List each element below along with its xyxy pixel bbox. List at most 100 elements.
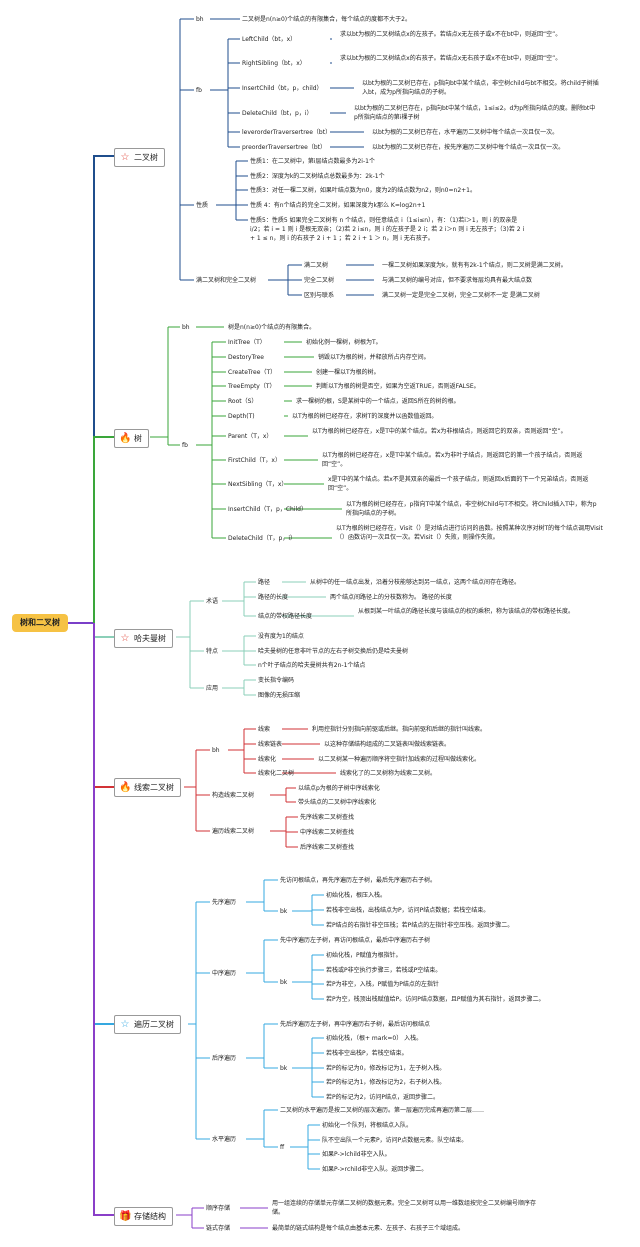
- huffman-term-text: 两个结点间路径上的分枝数称为。 路径的长度: [330, 594, 452, 601]
- bt-fb-item-text: 以bt为根的二叉树已存在，按先序遍历二叉树中每个结点一次且仅一次。: [372, 144, 565, 151]
- tree-fb-item-text: 以T为根的树已经存在，Visit（）是对结点进行访问的函数。按照某种次序对树T的…: [336, 525, 603, 541]
- trav-in-label[interactable]: 中序遍历: [212, 970, 237, 977]
- huffman-apps-label[interactable]: 应用: [206, 685, 219, 692]
- main-branch-connector: [93, 436, 114, 623]
- huffman-term-name[interactable]: 结点的带权路径长度: [258, 613, 313, 620]
- bt-fb-item-text: 以bt为根的二叉树已存在，p指向bt中某个结点，1≤i≤2。d为p所指向结点的度…: [354, 105, 596, 121]
- storage-item-text: 最简单的链式结构是每个结点由基本元素、左孩子、右孩子三个域组成。: [272, 1225, 465, 1232]
- branch-storage[interactable]: 🎁存储结构: [114, 1207, 173, 1226]
- bt-fb-item-name[interactable]: InsertChild（bt，p，child）: [242, 85, 323, 92]
- bt-full-item-name[interactable]: 满二叉树: [304, 262, 329, 269]
- trav-in-step: 若P为空，栈顶出栈赋值给P。访问P结点数据，且P赋值为其右指针，返回步骤二。: [326, 996, 545, 1003]
- bt-fb-item-name[interactable]: LeftChild（bt，x）: [242, 36, 297, 43]
- storage-item-name[interactable]: 链式存储: [206, 1225, 231, 1232]
- threaded-bh-item-name[interactable]: 线索链表: [258, 741, 283, 748]
- trav-pre-step: 初始化栈，根压入栈。: [326, 892, 387, 899]
- tree-fb-item-name[interactable]: NextSibling（T，x）: [228, 481, 288, 488]
- trav-post-bk[interactable]: bk: [280, 1065, 288, 1072]
- bt-fb-item-text: 求以bt为根的二叉树结点x的右孩子。若结点x无右孩子或x不在bt中，则返回“空”…: [340, 55, 562, 62]
- star-outline-icon: ☆: [120, 1019, 130, 1030]
- huffman-feature: n个叶子结点的哈夫曼树共有2n-1个结点: [258, 662, 366, 669]
- fire-icon: 🔥: [119, 782, 132, 793]
- tree-fb-item-text: 以T为根的树已经存在，x是T中某个结点。若x为非叶子结点，则返回它的第一个孩子结…: [322, 452, 583, 468]
- trav-level-ff[interactable]: ff: [280, 1144, 285, 1151]
- branch-huffman-tree[interactable]: ☆哈夫曼树: [114, 629, 173, 648]
- tree-fb-item-name[interactable]: DeleteChild（T，p，i）: [228, 535, 296, 542]
- storage-item-name[interactable]: 顺序存储: [206, 1205, 231, 1212]
- huffman-term-name[interactable]: 路径的长度: [258, 594, 289, 601]
- threaded-traverse-label[interactable]: 遍历线索二叉树: [212, 828, 255, 835]
- trav-in-step: 若栈或P非空执行步骤三，若栈或P空结束。: [326, 967, 442, 974]
- bt-full-item-text: 满二叉树一定是完全二叉树，完全二叉树不一定 是满二叉树: [382, 292, 540, 299]
- tree-fb-item-name[interactable]: Parent（T，x）: [228, 433, 273, 440]
- threaded-bh-item-name[interactable]: 线索: [258, 726, 271, 733]
- bt-fb-item-name[interactable]: preorderTraversertree（bt）: [242, 144, 326, 151]
- star-outline-icon: ☆: [120, 633, 130, 644]
- tree-fb-item-name[interactable]: DestoryTree: [228, 354, 264, 361]
- trav-post-label[interactable]: 后序遍历: [212, 1055, 237, 1062]
- bt-props-label[interactable]: 性质: [196, 202, 209, 209]
- bt-bh-text: 二叉树是n(n≥0)个结点的有限集合，每个结点的度都不大于2。: [242, 16, 411, 23]
- bt-fb-label[interactable]: fb: [196, 87, 202, 94]
- trav-post-step: 若P的标记为1，修改标记为2，右子树入栈。: [326, 1079, 446, 1086]
- main-branch-connector: [93, 623, 114, 638]
- tree-fb-item-name[interactable]: FirstChild（T，x）: [228, 457, 281, 464]
- trav-in-bk[interactable]: bk: [280, 979, 288, 986]
- tree-fb-item-name[interactable]: InsertChild（T，p，Child）: [228, 506, 307, 513]
- trav-post-desc: 先后序遍历左子树，再中序遍历右子树，最后访问根结点: [280, 1021, 431, 1028]
- trav-level-step: 如果P->lchild非空入队。: [322, 1151, 391, 1158]
- bt-property: 性质1：在二叉树中，第i层结点数最多为2i-1个: [250, 158, 375, 165]
- huffman-app: 变长指令编码: [258, 677, 295, 684]
- branch-binary-tree[interactable]: ☆二叉树: [114, 148, 165, 167]
- threaded-bh-item-text: 以二叉树某一种遍历顺序将空指针加线索的过程叫做线索化。: [318, 756, 481, 763]
- branch-threaded-binary-tree[interactable]: 🔥线索二叉树: [114, 778, 181, 797]
- threaded-bh-label[interactable]: bh: [212, 747, 220, 754]
- tree-fb-item-text: 求一棵树的根，S是某树中的一个结点，返回S所在的树的根。: [296, 398, 460, 405]
- trav-post-step: 初始化栈，（根+ mark=0） 入栈。: [326, 1035, 423, 1042]
- bt-fb-item-text: 以bt为根的二叉树已存在，水平遍历二叉树中每个结点一次且仅一次。: [372, 129, 559, 136]
- trav-pre-label[interactable]: 先序遍历: [212, 899, 237, 906]
- root-node[interactable]: 树和二叉树: [12, 614, 68, 632]
- bt-fb-item-name[interactable]: RightSibling（bt，x）: [242, 60, 306, 67]
- tree-bh-text: 树是n(n≥0)个结点的有限集合。: [228, 324, 316, 331]
- huffman-features-label[interactable]: 特点: [206, 648, 219, 655]
- trav-in-desc: 先中序遍历左子树，再访问根结点，最后中序遍历右子树: [280, 937, 431, 944]
- trav-level-desc: 二叉树的水平遍历是按二叉树的层次遍历。第一层遍历完成再遍历第二层……: [280, 1107, 485, 1114]
- bt-bh-label[interactable]: bh: [196, 16, 204, 23]
- bt-full-item-name[interactable]: 完全二叉树: [304, 277, 335, 284]
- huffman-terms-label[interactable]: 术语: [206, 598, 219, 605]
- huffman-term-name[interactable]: 路径: [258, 579, 271, 586]
- threaded-bh-item-text: 线索化了的二叉树称为线索二叉树。: [340, 770, 437, 777]
- bt-full-item-name[interactable]: 区别与联系: [304, 292, 335, 299]
- trav-level-step: 如果P->rchild非空入队。返回步骤二。: [322, 1166, 428, 1173]
- trav-pre-desc: 先访问根结点，再先序遍历左子树，最后先序遍历右子树。: [280, 877, 437, 884]
- tree-fb-item-name[interactable]: InitTree（T）: [228, 339, 266, 346]
- tree-fb-label[interactable]: fb: [182, 442, 188, 449]
- tree-fb-item-text: 以T为根的树已经存在，x是T中的某个结点。若x为非根结点，则返回它的双亲，否则返…: [312, 428, 567, 435]
- trav-pre-bk[interactable]: bk: [280, 908, 288, 915]
- trav-level-label[interactable]: 水平遍历: [212, 1136, 237, 1143]
- tree-fb-item-text: 销毁以T为根的树，并释放所占内存空间。: [318, 354, 430, 361]
- storage-item-text: 用一组连续的存储单元存储二叉树的数据元素。完全二叉树可以用一维数组按完全二叉树编…: [272, 1200, 537, 1216]
- bt-fb-item-name[interactable]: leverorderTraversertree（bt）: [242, 129, 332, 136]
- trav-post-step: 若P的标记为0，修改标记为1，左子树入栈。: [326, 1065, 446, 1072]
- tree-fb-item-name[interactable]: Root（S）: [228, 398, 258, 405]
- fire-icon: 🔥: [119, 433, 132, 444]
- tree-fb-item-name[interactable]: CreateTree（T）: [228, 369, 277, 376]
- tree-fb-item-name[interactable]: TreeEmpty（T）: [228, 383, 276, 390]
- bt-full-label[interactable]: 满二叉树和完全二叉树: [196, 277, 257, 284]
- trav-level-step: 初始化一个队列，将根结点入队。: [322, 1122, 413, 1129]
- main-branch-connector: [93, 623, 114, 1216]
- threaded-bh-item-name[interactable]: 线索化: [258, 756, 277, 763]
- bt-fb-item-name[interactable]: DeleteChild（bt，p，i）: [242, 110, 313, 117]
- tree-fb-item-text: 判断以T为根的树是否空，如果为空返TRUE，否则返FALSE。: [316, 383, 480, 390]
- threaded-build-label[interactable]: 构造线索二叉树: [212, 792, 255, 799]
- tree-bh-label[interactable]: bh: [182, 324, 190, 331]
- threaded-bh-item-text: 利用控指针分别指向前驱或后继。指向前驱和后继的指针叫线索。: [312, 726, 487, 733]
- tree-fb-item-name[interactable]: Depth(T): [228, 413, 255, 420]
- bt-property: 性质5：性质5 如果完全二叉树有 n 个结点，则任意结点 i（1≤i≤n），有：…: [250, 217, 525, 242]
- threaded-bh-item-name[interactable]: 线索化二叉树: [258, 770, 295, 777]
- branch-tree[interactable]: 🔥树: [114, 429, 149, 448]
- branch-traversal[interactable]: ☆遍历二叉树: [114, 1015, 181, 1034]
- huffman-app: 图像的无损压缩: [258, 692, 301, 699]
